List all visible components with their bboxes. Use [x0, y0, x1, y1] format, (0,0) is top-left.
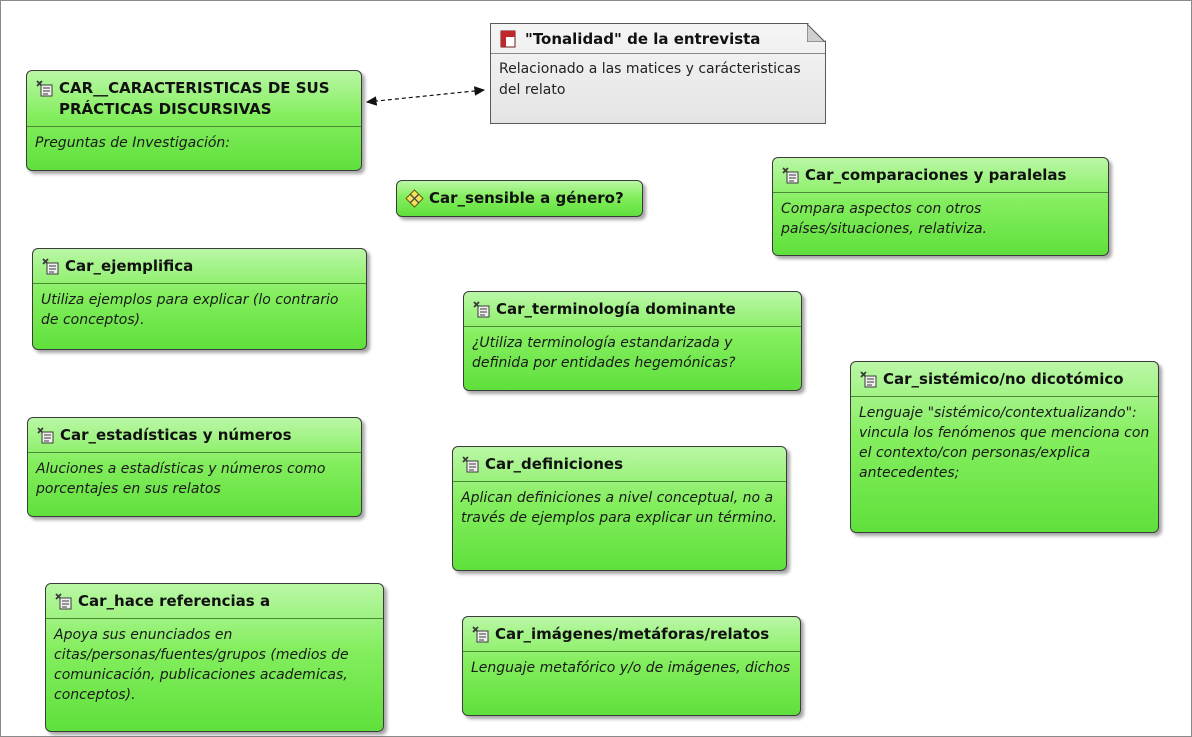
node-comment: Utiliza ejemplos para explicar (lo contr…	[41, 292, 339, 328]
code-family-icon	[42, 258, 59, 275]
node-divider	[453, 481, 786, 482]
node-title: Car_comparaciones y paralelas	[805, 166, 1067, 184]
code-family-icon	[36, 80, 53, 97]
code-node-ejemplifica[interactable]: Car_ejemplifica Utiliza ejemplos para ex…	[32, 248, 367, 350]
code-node-imagenes[interactable]: Car_imágenes/metáforas/relatos Lenguaje …	[462, 616, 801, 716]
node-title: Car_imágenes/metáforas/relatos	[495, 625, 770, 643]
node-comment: Apoya sus enunciados en citas/personas/f…	[54, 627, 349, 703]
code-family-icon	[860, 371, 877, 388]
node-title: Car_sensible a género?	[429, 189, 624, 207]
node-divider	[28, 452, 361, 453]
node-comment: Aplican definiciones a nivel conceptual,…	[461, 490, 778, 526]
memo-title: "Tonalidad" de la entrevista	[525, 30, 761, 48]
node-comment: Lenguaje "sistémico/contextualizando": v…	[859, 405, 1150, 481]
node-divider	[464, 326, 801, 327]
node-comment: Lenguaje metafórico y/o de imágenes, dic…	[471, 660, 791, 676]
node-comment: Aluciones a estadísticas y números como …	[36, 461, 326, 497]
node-title: CAR__CARACTERISTICAS DE SUS PRÁCTICAS DI…	[59, 79, 330, 118]
code-family-icon	[472, 626, 489, 643]
memo-comment: Relacionado a las matices y carácteristi…	[499, 61, 801, 98]
code-node-referencias[interactable]: Car_hace referencias a Apoya sus enuncia…	[45, 583, 384, 732]
node-comment: Compara aspectos con otros países/situac…	[781, 201, 988, 237]
code-family-icon	[473, 301, 490, 318]
node-divider	[773, 192, 1108, 193]
node-title: Car_sistémico/no dicotómico	[883, 370, 1124, 388]
node-divider	[27, 126, 361, 127]
node-title: Car_definiciones	[485, 455, 623, 473]
node-divider	[463, 651, 800, 652]
node-comment: Preguntas de Investigación:	[35, 135, 230, 151]
code-node-practicas[interactable]: CAR__CARACTERISTICAS DE SUS PRÁCTICAS DI…	[26, 70, 362, 171]
node-divider	[851, 396, 1158, 397]
node-divider	[33, 283, 366, 284]
page-fold-icon	[807, 24, 825, 42]
node-comment: ¿Utiliza terminología estandarizada y de…	[472, 335, 736, 371]
code-node-comparaciones[interactable]: Car_comparaciones y paralelas Compara as…	[772, 157, 1109, 256]
memo-icon	[499, 30, 519, 48]
code-node-sistemico[interactable]: Car_sistémico/no dicotómico Lenguaje "si…	[850, 361, 1159, 533]
code-family-icon	[462, 456, 479, 473]
code-node-definiciones[interactable]: Car_definiciones Aplican definiciones a …	[452, 446, 787, 571]
code-family-icon	[782, 167, 799, 184]
code-family-icon	[55, 593, 72, 610]
node-title: Car_ejemplifica	[65, 257, 194, 275]
code-node-sensible[interactable]: Car_sensible a género?	[396, 180, 643, 217]
node-title: Car_terminología dominante	[496, 300, 736, 318]
node-divider	[46, 618, 383, 619]
memo-tonalidad[interactable]: "Tonalidad" de la entrevista Relacionado…	[490, 23, 826, 124]
code-icon	[405, 189, 424, 208]
memo-divider	[491, 53, 825, 54]
code-family-icon	[37, 427, 54, 444]
node-title: Car_estadísticas y números	[60, 426, 292, 444]
code-node-estadisticas[interactable]: Car_estadísticas y números Aluciones a e…	[27, 417, 362, 517]
node-title: Car_hace referencias a	[78, 592, 271, 610]
code-node-terminologia[interactable]: Car_terminología dominante ¿Utiliza term…	[463, 291, 802, 391]
